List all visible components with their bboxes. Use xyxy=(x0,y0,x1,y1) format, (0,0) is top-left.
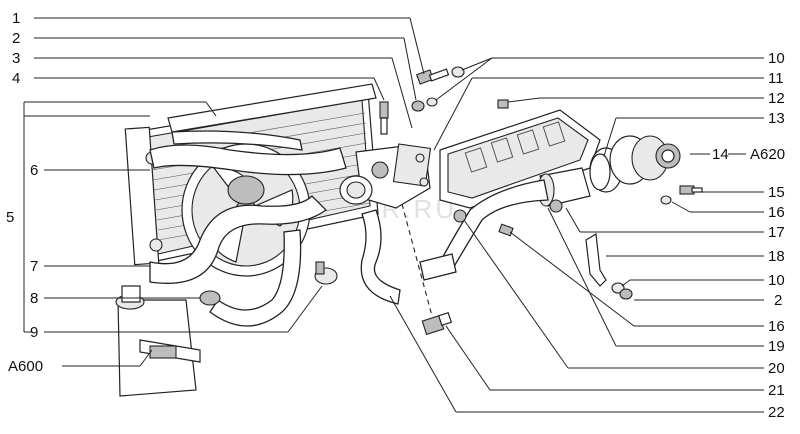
pipe-outlet xyxy=(419,167,591,281)
bolt-20 xyxy=(498,223,514,237)
callout-4: 4 xyxy=(12,70,20,87)
callout-16-top: 16 xyxy=(768,204,785,221)
sensor-4 xyxy=(379,101,389,135)
hose-7 xyxy=(149,195,327,284)
callout-10-lower: 10 xyxy=(768,272,785,289)
callout-9: 9 xyxy=(30,324,38,341)
callout-15: 15 xyxy=(768,184,785,201)
callout-11: 11 xyxy=(768,70,784,87)
radiator-assembly xyxy=(124,83,379,277)
callout-17: 17 xyxy=(768,224,785,241)
callout-10-top: 10 xyxy=(768,50,785,67)
thermostat-housing xyxy=(339,143,432,209)
bolt-1 xyxy=(416,68,450,85)
callout-22: 22 xyxy=(768,404,785,421)
temperature-sensor-21 xyxy=(421,311,453,336)
hose-22 xyxy=(360,209,401,305)
clamp-8 xyxy=(199,290,221,306)
callout-8: 8 xyxy=(30,290,38,307)
callout-14: 14 xyxy=(712,146,729,163)
clamp-part xyxy=(314,261,338,285)
callout-5: 5 xyxy=(6,209,14,226)
washer-2 xyxy=(411,100,425,112)
callout-a600: A600 xyxy=(8,358,43,375)
callout-19: 19 xyxy=(768,338,785,355)
nut-2-lower xyxy=(619,288,633,300)
callout-21: 21 xyxy=(768,382,785,399)
leader-lines xyxy=(23,17,764,413)
right-callouts: 10 11 12 13 14 A620 15 16 17 18 10 2 16 … xyxy=(712,50,785,421)
callout-3: 3 xyxy=(12,50,20,67)
hose-6 xyxy=(149,144,347,176)
hose-9 xyxy=(209,229,302,327)
callout-13: 13 xyxy=(768,110,785,127)
callout-16-lower: 16 xyxy=(768,318,785,335)
expansion-tank-a600 xyxy=(115,285,201,397)
callout-2-right: 2 xyxy=(774,292,782,309)
left-callouts: 1 2 3 4 5 6 7 8 9 A600 xyxy=(6,10,43,375)
washer-16 xyxy=(660,195,672,205)
callout-6: 6 xyxy=(30,162,38,179)
callout-12: 12 xyxy=(768,90,785,107)
washer-10 xyxy=(451,66,465,78)
bracket-18 xyxy=(585,233,607,287)
callout-7: 7 xyxy=(30,258,38,275)
callout-1: 1 xyxy=(12,10,20,27)
callout-18: 18 xyxy=(768,248,785,265)
callout-20: 20 xyxy=(768,360,785,377)
bolt-15 xyxy=(679,185,703,195)
gasket-13 xyxy=(589,153,611,191)
callout-2: 2 xyxy=(12,30,20,47)
callout-a620: A620 xyxy=(750,146,785,163)
